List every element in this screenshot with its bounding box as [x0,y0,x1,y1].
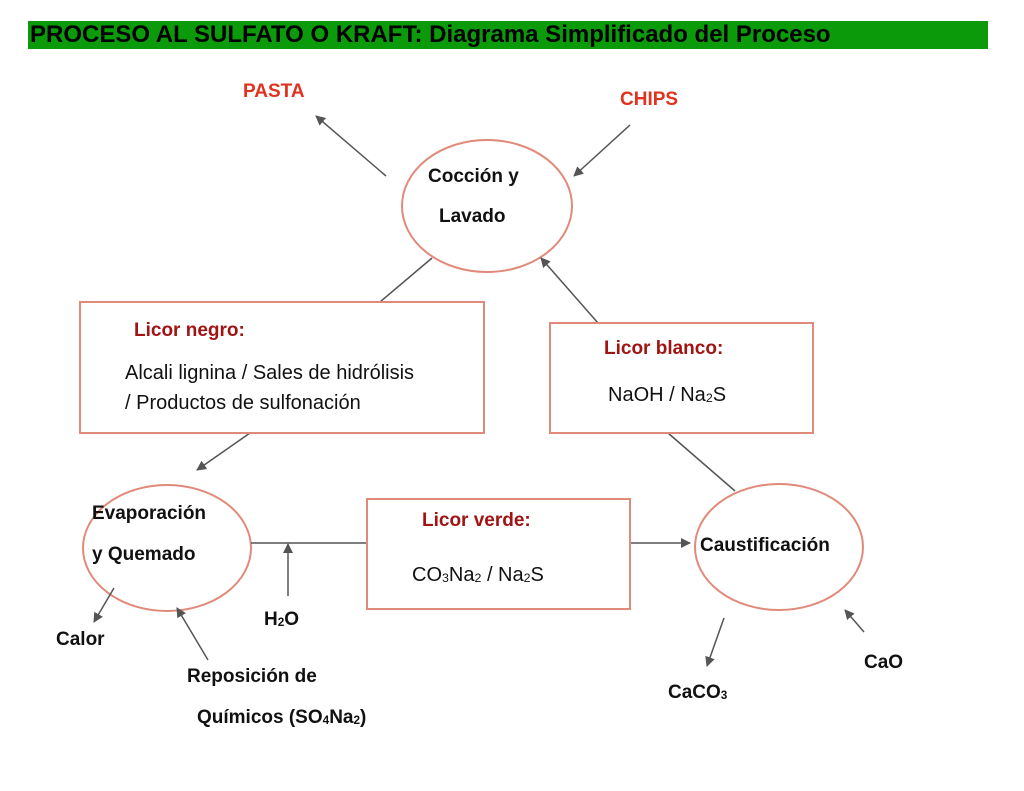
quemado-label: y Quemado [92,544,196,565]
cao-label: CaO [864,652,904,673]
h2o-label: H2O [264,609,300,630]
evaporacion-quemado-node [82,484,252,612]
licor-verde-heading: Licor verde: [422,510,531,531]
reposicion-line2: Químicos (SO4Na2) [197,707,367,728]
caustificacion-label: Caustificación [700,535,830,556]
calor-label: Calor [56,629,105,650]
reposicion-line1: Reposición de [187,666,317,687]
chips-label: CHIPS [620,89,679,110]
licor-negro-line1: Alcali lignina / Sales de hidrólisis [125,362,415,384]
licor-negro-heading: Licor negro: [134,320,245,341]
arrow-licor-negro-to-evaporacion [196,432,251,471]
lavado-label: Lavado [439,206,506,227]
coccion-label: Cocción y [428,166,519,187]
licor-blanco-formula: NaOH / Na2S [608,384,727,406]
page-title: PROCESO AL SULFATO O KRAFT: Diagrama Sim… [28,21,988,49]
licor-negro-box [79,301,485,434]
licor-negro-line2: / Productos de sulfonación [125,392,361,414]
arrow-chips [573,124,631,177]
arrow-pasta [315,115,387,177]
licor-verde-formula: CO3Na2 / Na2S [412,564,544,586]
coccion-lavado-node [401,139,573,273]
arrow-reposicion [176,607,209,661]
licor-verde-box [366,498,631,610]
licor-blanco-box [549,322,814,434]
connector-coccion-licor-negro [379,257,433,303]
arrow-caco3 [705,617,725,667]
pasta-label: PASTA [243,81,305,102]
licor-blanco-heading: Licor blanco: [604,338,724,359]
arrow-licor-blanco-to-coccion [540,257,599,324]
connector-caustificacion-licor-blanco [667,432,736,492]
arrow-calor [93,587,115,623]
evaporacion-label: Evaporación [92,503,207,524]
arrow-cao [844,609,865,633]
caco3-label: CaCO3 [668,682,728,703]
caustificacion-node [694,483,864,611]
